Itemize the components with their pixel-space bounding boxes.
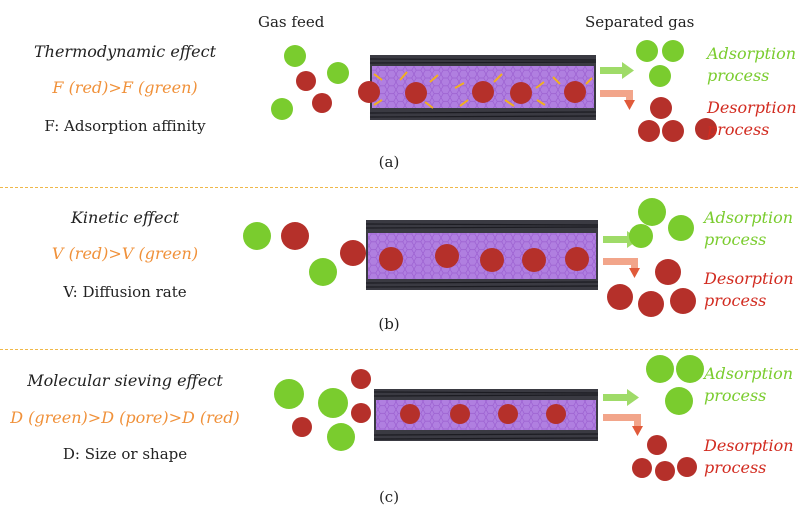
panel-b-title: Kinetic effect xyxy=(70,208,180,227)
panel-c-label: (c) xyxy=(378,488,400,506)
panel-a-title: Thermodynamic effect xyxy=(33,42,217,61)
desorption-arrow-b xyxy=(603,258,640,278)
feed-molecules-b xyxy=(243,222,366,286)
panel-b-definition: V: Diffusion rate xyxy=(63,283,187,301)
panel-b-label: (b) xyxy=(378,315,400,333)
separated-green-b xyxy=(629,198,694,248)
adsorbed-molecules-a xyxy=(358,81,586,104)
separated-green-c xyxy=(646,355,704,415)
panel-b-graphic xyxy=(243,198,696,317)
feed-molecules-a xyxy=(271,45,349,120)
adsorption-arrow-a xyxy=(600,62,634,79)
separated-gas-header: Separated gas xyxy=(585,13,695,31)
separated-red-c xyxy=(632,435,697,481)
sieved-molecules-c xyxy=(400,404,566,424)
panel-a-graphic xyxy=(271,40,717,142)
panel-a-definition: F: Adsorption affinity xyxy=(44,117,206,135)
panel-c-graphic xyxy=(274,355,704,481)
panel-c-title: Molecular sieving effect xyxy=(27,371,223,390)
feed-molecules-c xyxy=(274,369,371,451)
separated-red-b xyxy=(607,259,696,317)
diffusing-molecules-b xyxy=(379,244,589,272)
panel-a-label: (a) xyxy=(378,153,400,171)
desorption-arrow-a xyxy=(600,90,635,110)
divider-1 xyxy=(0,187,798,188)
gas-feed-header: Gas feed xyxy=(258,13,325,31)
panel-b-relation: V (red)>V (green) xyxy=(51,244,199,263)
panel-a-relation: F (red)>F (green) xyxy=(52,78,198,97)
desorption-arrow-c xyxy=(603,414,643,436)
adsorption-arrow-c xyxy=(603,389,639,406)
panel-c-definition: D: Size or shape xyxy=(62,445,188,463)
adsorption-bonds-a xyxy=(373,71,593,109)
panel-c-relation: D (green)>D (pore)>D (red) xyxy=(10,408,240,427)
separated-red-a xyxy=(638,97,717,142)
separated-green-a xyxy=(636,40,684,87)
divider-2 xyxy=(0,349,798,350)
